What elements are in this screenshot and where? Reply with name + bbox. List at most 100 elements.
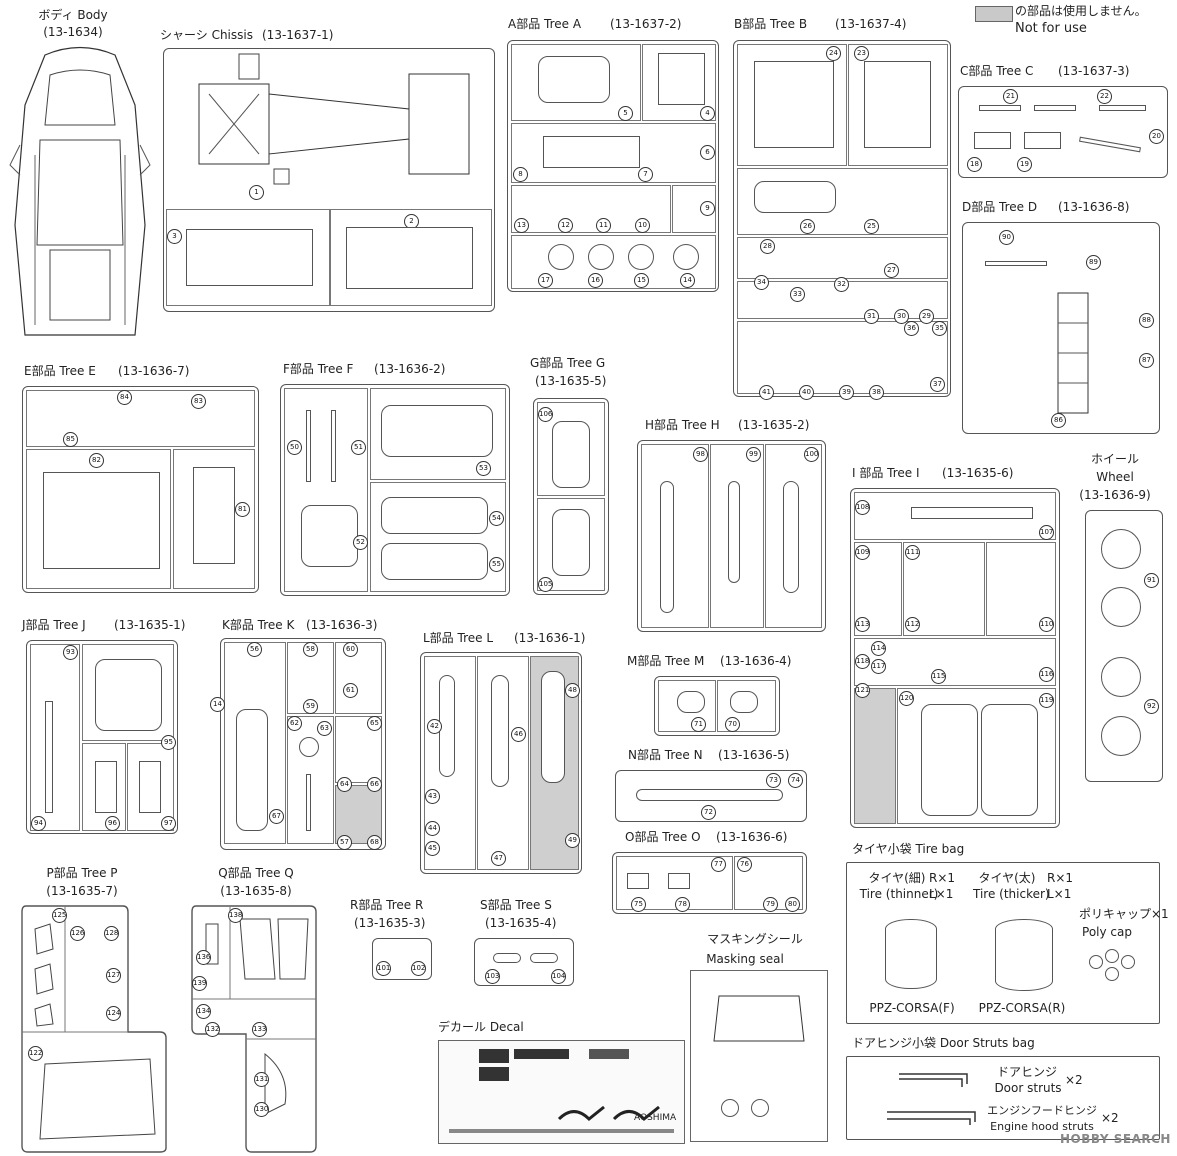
door-panel-part — [381, 497, 488, 534]
windshield-mask — [713, 995, 805, 1042]
part-number: 49 — [565, 833, 580, 848]
part-number: 103 — [485, 969, 500, 984]
door-bag-frame: ドアヒンジ Door struts ×2 エンジンフードヒンジ Engine h… — [846, 1056, 1160, 1140]
door-struts-jp: ドアヒンジ — [997, 1065, 1058, 1079]
masking-sheet — [690, 970, 828, 1142]
tree-a-title: A部品 Tree A — [508, 17, 582, 31]
part-number: 115 — [931, 669, 946, 684]
tree-h-code: (13-1635-2) — [738, 418, 810, 432]
tire-front-label: PPZ-CORSA(F) — [869, 1001, 955, 1015]
part-number: 66 — [367, 777, 382, 792]
tree-s-title: S部品 Tree S — [480, 898, 552, 912]
tree-k-cell-not-for-use — [335, 785, 382, 844]
part-number: 96 — [105, 816, 120, 831]
chassis-drawing — [198, 53, 470, 185]
part-number: 110 — [1039, 617, 1054, 632]
engine-block-part — [658, 53, 705, 105]
light-part — [668, 873, 690, 889]
part-number: 23 — [854, 46, 869, 61]
part-number: 67 — [269, 809, 284, 824]
tree-i-code: (13-1635-6) — [942, 466, 1014, 480]
part-number: 14 — [680, 273, 695, 288]
part-number: 138 — [228, 908, 243, 923]
body-title: ボディ Body — [38, 8, 108, 22]
part-number: 28 — [760, 239, 775, 254]
decal-stripe — [514, 1049, 569, 1059]
hood-struts-jp: エンジンフードヒンジ — [987, 1104, 1097, 1117]
tree-q-code: (13-1635-8) — [220, 884, 292, 898]
wheel-rim-part — [1101, 657, 1141, 697]
part-number: 12 — [558, 218, 573, 233]
tree-a-code: (13-1637-2) — [610, 17, 682, 31]
brake-disc-part — [673, 244, 699, 270]
decal-stripe — [589, 1049, 629, 1059]
tree-l-frame: 48 42 46 43 44 45 47 49 — [420, 652, 582, 874]
part-number: 104 — [551, 969, 566, 984]
part-number: 5 — [618, 106, 633, 121]
part-number: 91 — [1144, 573, 1159, 588]
tree-n-title: N部品 Tree N — [628, 748, 703, 762]
part-number: 90 — [999, 230, 1014, 245]
polycap-jp: ポリキャップ×1 — [1079, 907, 1169, 921]
decal-stripe — [479, 1049, 509, 1063]
part-number: 42 — [427, 719, 442, 734]
part-number: 26 — [800, 219, 815, 234]
part-number: 18 — [967, 157, 982, 172]
chassis-frame: 1 2 3 — [163, 48, 495, 312]
spring-part — [1099, 105, 1146, 111]
part-number: 83 — [191, 394, 206, 409]
tree-p-code: (13-1635-7) — [46, 884, 118, 898]
part-number: 120 — [899, 691, 914, 706]
sill-part — [45, 701, 53, 813]
tree-g-code: (13-1635-5) — [535, 374, 607, 388]
hood-struts-qty: ×2 — [1101, 1111, 1119, 1125]
tire-thin-en: Tire (thinner) — [859, 887, 939, 901]
hobby-search-watermark: HOBBY SEARCH — [1060, 1132, 1171, 1146]
part-number: 84 — [117, 390, 132, 405]
brake-disc-part — [628, 244, 654, 270]
decal-stripe — [479, 1067, 509, 1081]
tire-rear-label: PPZ-CORSA(R) — [978, 1001, 1066, 1015]
part-number: 112 — [905, 617, 920, 632]
chassis-code: (13-1637-1) — [262, 28, 334, 42]
tree-r-title: R部品 Tree R — [350, 898, 424, 912]
seat-shell-part — [552, 509, 590, 576]
tree-l-code: (13-1636-1) — [514, 631, 586, 645]
part-number: 82 — [89, 453, 104, 468]
tire-thick-qty2: L×1 — [1047, 887, 1072, 901]
part-number: 38 — [869, 385, 884, 400]
steering-part — [985, 261, 1047, 266]
part-number: 64 — [337, 777, 352, 792]
tree-d-frame: 90 89 88 87 86 — [962, 222, 1160, 434]
door-bag-title: ドアヒンジ小袋 Door Struts bag — [852, 1036, 1035, 1050]
side-skirt-part — [491, 675, 509, 787]
part-number: 39 — [839, 385, 854, 400]
tire-thin-qty: R×1 — [929, 871, 956, 885]
brake-disc-part — [588, 244, 614, 270]
part-number: 139 — [192, 976, 207, 991]
rear-wing-part — [660, 481, 674, 613]
vent-part — [677, 691, 705, 713]
wheel-frame: 91 92 — [1085, 510, 1163, 782]
tree-j-frame: 93 95 94 96 97 — [26, 640, 178, 834]
part-number: 85 — [63, 432, 78, 447]
console-part — [193, 467, 235, 564]
part-number: 80 — [785, 897, 800, 912]
tree-q-title: Q部品 Tree Q — [218, 866, 294, 880]
polycap-part — [1105, 949, 1119, 963]
part-number: 106 — [538, 407, 553, 422]
part-number: 111 — [905, 545, 920, 560]
part-number: 33 — [790, 287, 805, 302]
part-number: 88 — [1139, 313, 1154, 328]
seat-frame-part — [754, 61, 834, 148]
part-number: 89 — [1086, 255, 1101, 270]
tree-p-frame — [21, 905, 167, 1153]
part-number: 55 — [489, 557, 504, 572]
part-number: 76 — [737, 857, 752, 872]
dashboard-part — [381, 405, 493, 457]
mask-circle-part — [721, 1099, 739, 1117]
tree-i-frame: 108 107 109 111 112 110 113 117 114 115 … — [850, 488, 1060, 828]
tree-b-code: (13-1637-4) — [835, 17, 907, 31]
part-number: 35 — [932, 321, 947, 336]
wheel-rim-part — [1101, 716, 1141, 756]
